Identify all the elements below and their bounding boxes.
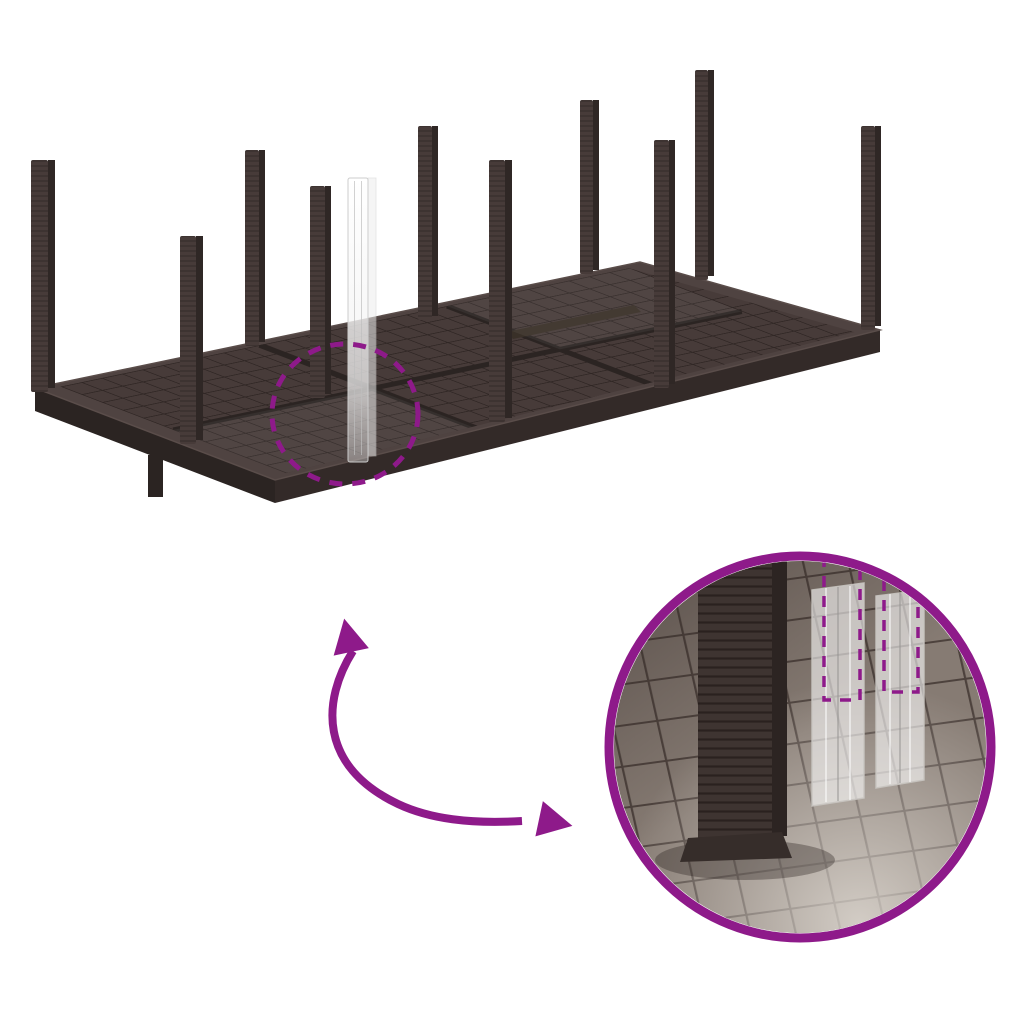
deck-raised-wall <box>506 305 641 339</box>
frame-front-wall <box>275 330 880 503</box>
frame-post <box>861 126 881 330</box>
frame-left-wall <box>35 388 275 503</box>
zoom-post <box>655 561 835 880</box>
magnifier-content <box>614 561 986 933</box>
frame-post <box>695 70 714 280</box>
deck-divider <box>172 309 743 433</box>
deck-divider <box>446 303 674 395</box>
arrow-head-bottom-icon <box>535 801 573 837</box>
rotation-arrow <box>328 618 573 837</box>
frame-post <box>418 126 438 320</box>
deck-section <box>173 388 486 474</box>
frame-post <box>580 100 599 274</box>
frame-rim-edge <box>32 261 883 481</box>
frame-post <box>489 160 512 422</box>
frame-posts-front <box>31 140 675 444</box>
frame-post <box>180 236 203 444</box>
highlight-dashed-circle <box>269 341 421 487</box>
frame-post <box>31 160 55 392</box>
frame-post <box>654 140 675 388</box>
frame-post <box>245 150 265 346</box>
zoom-slot-piece <box>811 582 865 807</box>
frame-posts-back <box>245 70 881 398</box>
base-frame <box>31 70 883 503</box>
frame-post <box>310 186 331 398</box>
arrow-head-top-icon <box>333 618 369 656</box>
magnifier-detail-circle <box>604 551 996 943</box>
frame-foot <box>148 455 163 497</box>
ghost-post <box>347 177 377 463</box>
magnifier-border <box>604 551 996 943</box>
zoom-guide-dashes <box>822 561 920 702</box>
